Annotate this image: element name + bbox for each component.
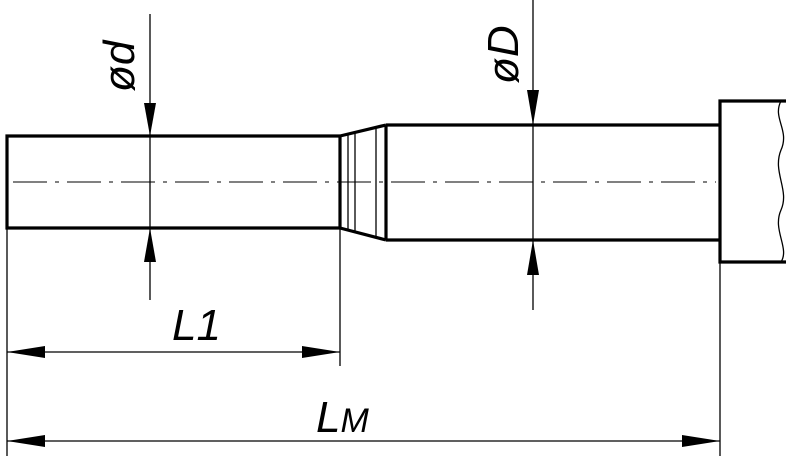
label-lm-main: L	[316, 393, 340, 442]
label-lm-sub: M	[340, 402, 369, 440]
dimension-lm	[7, 435, 720, 447]
dimension-D	[527, 0, 539, 310]
label-l1: L1	[172, 301, 221, 350]
head	[718, 99, 786, 264]
label-lm: LM	[316, 393, 369, 442]
extension-lines	[6, 228, 721, 456]
label-small-diameter: ød	[95, 39, 144, 92]
dimension-d	[144, 14, 156, 300]
label-large-diameter: øD	[479, 25, 528, 84]
dimension-l1	[7, 346, 340, 358]
large-body	[386, 123, 720, 242]
